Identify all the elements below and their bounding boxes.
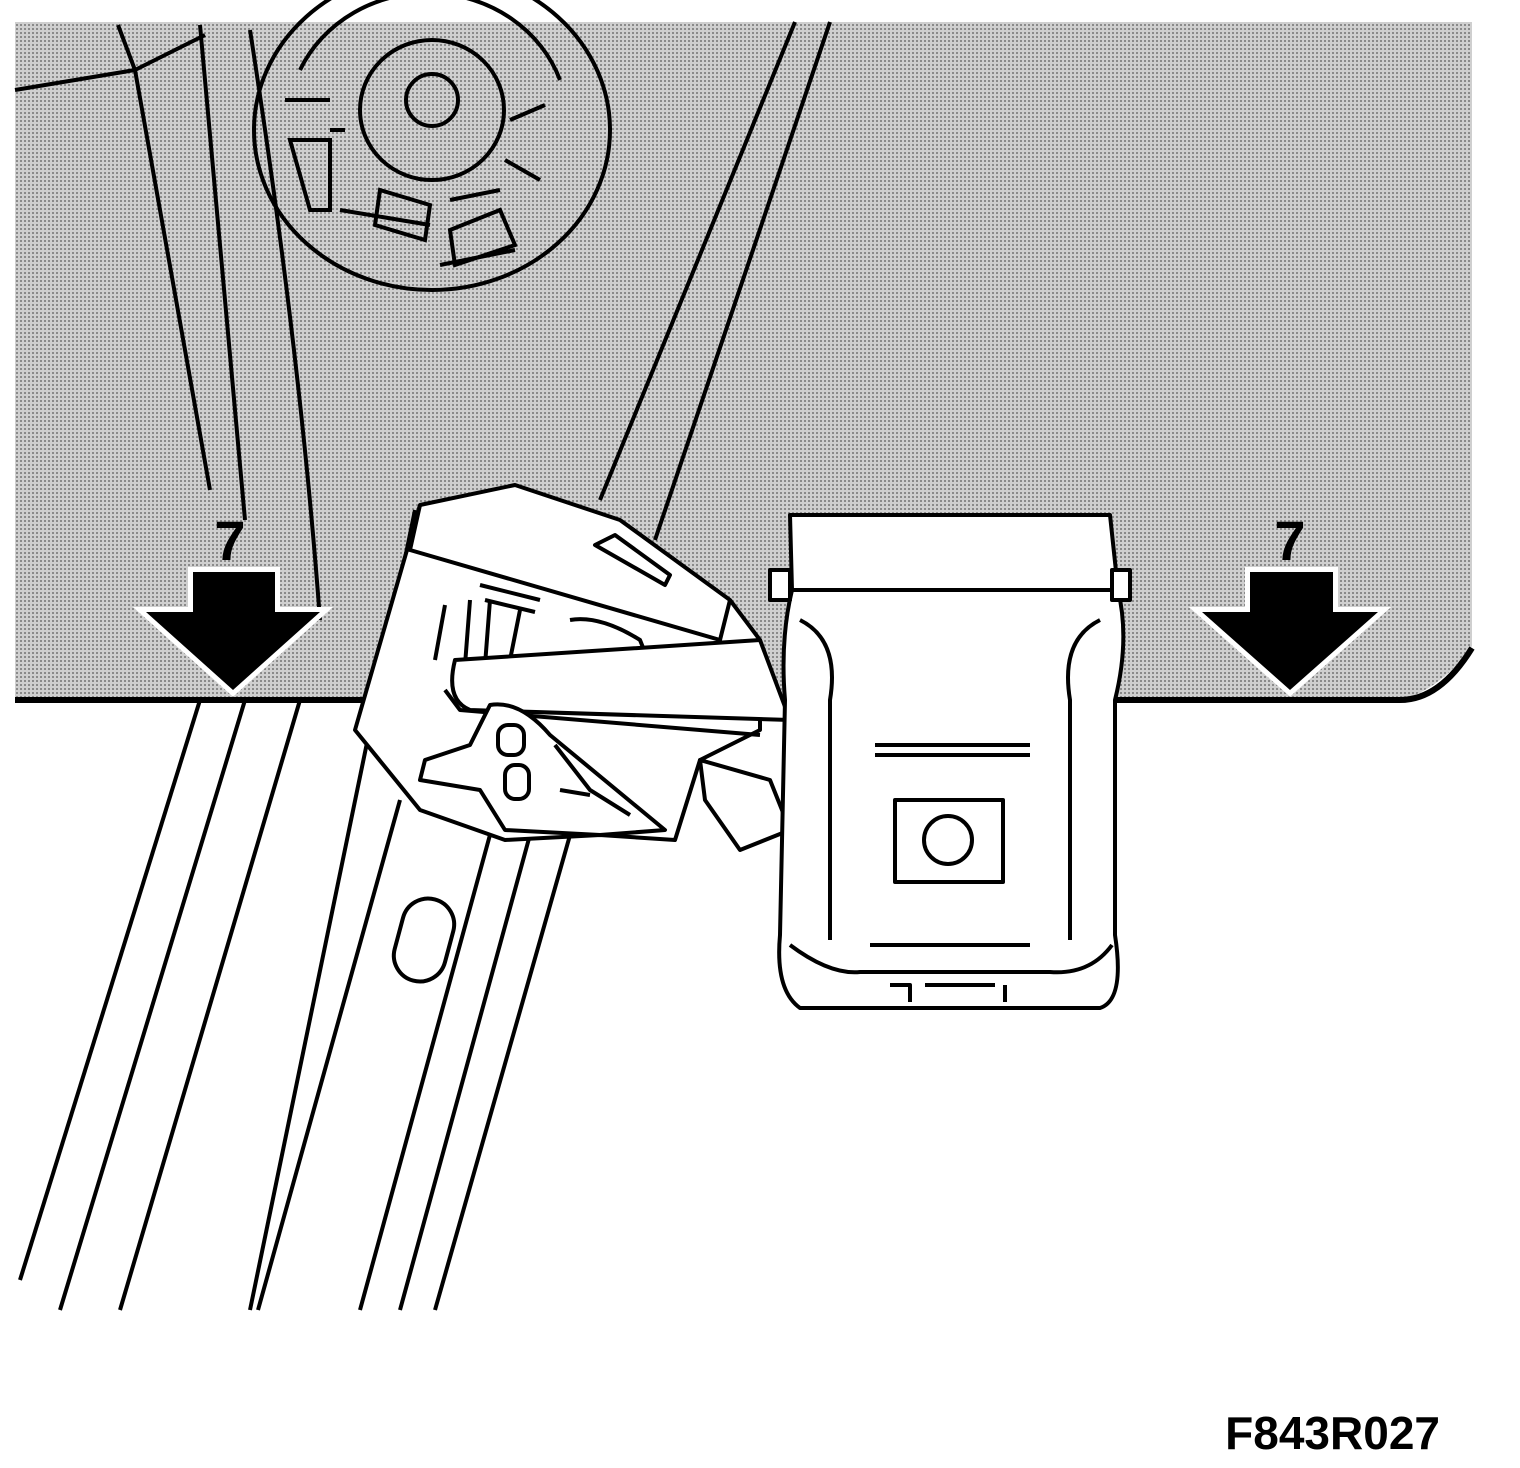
down-arrow-icon-right (1188, 567, 1392, 697)
down-arrow-icon-left (132, 567, 334, 697)
callout-label-left: 7 (214, 509, 245, 572)
callout-label-right: 7 (1274, 509, 1305, 572)
panel-edge-line (15, 646, 1475, 703)
rail-slot (391, 896, 457, 984)
rail-lines (18, 509, 582, 1311)
round-hub (252, 0, 612, 292)
belt-anchor-bracket (353, 483, 792, 852)
retractor-housing (768, 513, 1132, 1010)
pillar-lines-top (14, 21, 832, 621)
figure-code: F843R027 (1225, 1407, 1440, 1459)
